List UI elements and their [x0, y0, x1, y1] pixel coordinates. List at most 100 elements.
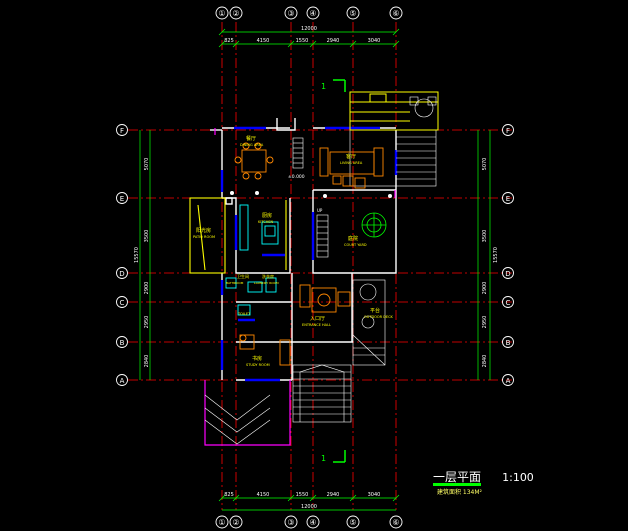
deck-furniture: [409, 96, 437, 118]
axis-labels-bottom: ① ② ③ ④ ⑤ ⑥: [218, 518, 399, 527]
room-kitchen-en: KITCHEN: [258, 220, 274, 224]
section-mark-bottom: 1: [321, 450, 346, 463]
room-dining-cn: 餐厅: [246, 135, 256, 142]
dim-segment: 2840: [144, 355, 150, 368]
dimension-lines-bottom: [218, 494, 400, 511]
dim-segment: 3040: [368, 38, 381, 44]
dim-segment: 2940: [327, 38, 340, 44]
dimension-text-top: 12000 825 4150 1550 2940 3040: [224, 26, 380, 44]
room-court-cn: 庭院: [348, 235, 358, 242]
title-underline: [433, 483, 481, 486]
room-terrace-cn: 平台: [370, 307, 380, 314]
dim-segment: 2900: [144, 282, 150, 295]
column-markers: [230, 191, 392, 198]
dim-segment: 1550: [296, 492, 309, 498]
dim-segment: 3500: [482, 230, 488, 243]
sunroom-outline: [189, 197, 287, 274]
axis-label-v: ①: [218, 518, 225, 527]
dim-segment: 1550: [296, 38, 309, 44]
room-study-cn: 书房: [252, 355, 262, 362]
axis-label-v: ⑤: [349, 9, 356, 18]
axis-label-v: ③: [287, 9, 294, 18]
axis-label-h: F: [120, 127, 124, 135]
axis-label-h: E: [506, 195, 510, 203]
room-toilet-en: TOILET: [237, 312, 251, 316]
floor-area: 建筑面积 134M²: [437, 489, 482, 496]
axis-label-v: ①: [218, 9, 225, 18]
drawing-title: 一层平面: [433, 470, 482, 484]
axis-label-v: ⑤: [349, 518, 356, 527]
dim-segment: 5070: [482, 158, 488, 171]
windows: [220, 126, 398, 382]
axis-label-v: ③: [287, 518, 294, 527]
stairs: [204, 129, 437, 445]
dim-segment: 3040: [368, 492, 381, 498]
axis-label-h: C: [120, 299, 125, 307]
room-bath-en: BATHROOM: [226, 281, 244, 285]
axis-label-h: D: [505, 270, 510, 278]
elevation-marker: ±0.000: [288, 174, 305, 180]
top-deck: [349, 91, 439, 131]
dim-segment: 2950: [482, 316, 488, 329]
dim-total: 15570: [493, 247, 499, 263]
kitchen-fixtures: [225, 204, 279, 316]
room-laundry-en: LAUNDRY ROOM: [254, 281, 279, 285]
room-terrace-en: OUTDOOR DECK: [364, 315, 394, 319]
room-dining-en: DINING AREA: [240, 143, 264, 147]
terrace-plant-icon: [359, 283, 377, 329]
dim-segment: 2950: [144, 316, 150, 329]
room-sunroom-cn: 阳光房: [196, 227, 211, 234]
site-boundary: [204, 128, 396, 446]
tree-icon: [361, 212, 387, 238]
dim-segment: 4150: [257, 38, 270, 44]
dim-segment: 4150: [257, 492, 270, 498]
dimension-lines-top: [218, 28, 400, 48]
room-study-en: STUDY ROOM: [246, 363, 270, 367]
dim-segment: 3500: [144, 230, 150, 243]
axis-label-h: E: [120, 195, 124, 203]
drawing-scale: 1:100: [502, 471, 534, 484]
axis-labels-right: F E D C B A: [505, 127, 510, 385]
room-living-en: LIVING AREA: [340, 161, 363, 165]
drawing-caption: 一层平面 1:100 建筑面积 134M²: [433, 466, 534, 496]
dim-segment: 825: [224, 492, 234, 498]
dimension-text-right: 5070 3500 2900 2950 2840 15570: [482, 158, 499, 368]
axis-bubbles-right: [502, 124, 514, 386]
stair-up-label: UP: [317, 208, 323, 213]
room-living-cn: 客厅: [346, 153, 356, 160]
axis-label-h: B: [120, 339, 125, 347]
axis-label-h: C: [506, 299, 511, 307]
room-court-en: COURT YARD: [344, 243, 367, 247]
dim-segment: 2900: [482, 282, 488, 295]
axis-labels-left: F E D C B A: [119, 127, 124, 385]
dim-total: 15570: [134, 247, 140, 263]
axis-bubbles-top: [215, 6, 403, 20]
axis-label-v: ⑥: [392, 9, 399, 18]
room-kitchen-cn: 厨房: [262, 212, 272, 219]
room-entrance-en: ENTRANCE HALL: [302, 323, 331, 327]
room-sunroom-en: PATIO ROOM: [193, 235, 215, 239]
dimension-text-bottom: 825 4150 1550 2940 3040 12000: [224, 492, 380, 510]
section-mark-label: 1: [321, 454, 326, 463]
axis-label-h: F: [506, 127, 510, 135]
dim-total: 12000: [301, 26, 317, 32]
axis-label-v: ②: [232, 9, 239, 18]
dim-segment: 5070: [144, 158, 150, 171]
dimension-lines-sides: [139, 130, 491, 380]
axis-bubbles-left: [116, 124, 128, 386]
dim-total: 12000: [301, 504, 317, 510]
axis-label-h: D: [119, 270, 124, 278]
axis-label-h: A: [120, 377, 125, 385]
section-mark-label: 1: [321, 82, 326, 91]
dim-segment: 2940: [327, 492, 340, 498]
room-labels: 餐厅 DINING AREA 客厅 LIVING AREA 厨房 KITCHEN…: [193, 135, 394, 367]
room-entrance-cn: 入口厅: [310, 316, 325, 322]
section-mark-top: 1: [321, 79, 346, 92]
room-bath-cn: 卫生间: [237, 273, 249, 279]
axis-label-h: A: [506, 377, 511, 385]
furniture: [234, 142, 384, 366]
axis-label-h: B: [506, 339, 511, 347]
dim-segment: 2840: [482, 355, 488, 368]
axis-label-v: ②: [232, 518, 239, 527]
